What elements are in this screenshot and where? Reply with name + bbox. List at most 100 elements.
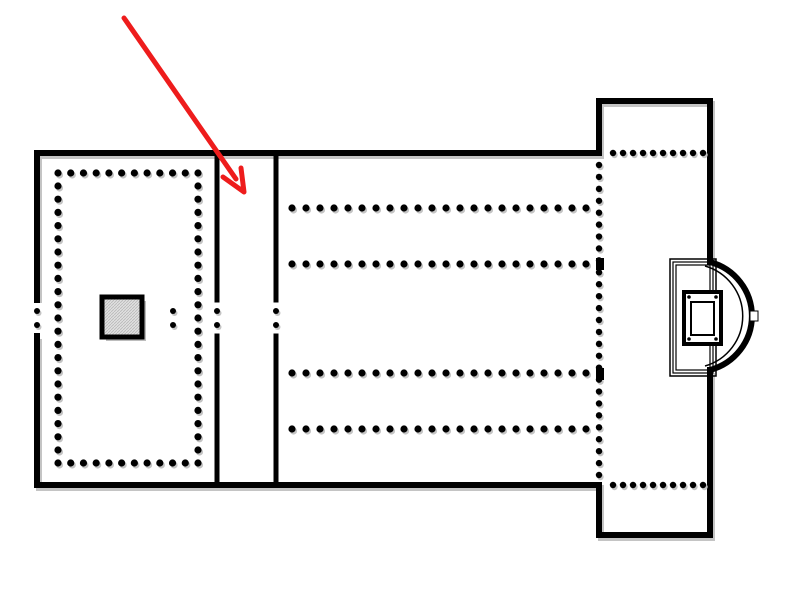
atrium-column	[194, 459, 202, 467]
atrium-column	[54, 354, 62, 362]
nave-column	[414, 204, 422, 212]
nave-column	[554, 204, 562, 212]
nave-column	[554, 369, 562, 377]
atrium-column	[54, 314, 62, 322]
doorway-post	[273, 308, 279, 314]
nave-column	[456, 425, 464, 433]
transept-column	[609, 481, 617, 489]
nave-column	[330, 204, 338, 212]
nave-column	[512, 369, 520, 377]
atrium-column	[194, 235, 202, 243]
transept-column	[619, 149, 627, 157]
atrium-column	[54, 261, 62, 269]
nave-column	[456, 260, 464, 268]
transept-column	[659, 481, 667, 489]
transept-column	[649, 149, 657, 157]
atrium-column	[105, 459, 113, 467]
nave-column	[554, 260, 562, 268]
atrium-column	[92, 169, 100, 177]
arch-column	[595, 471, 603, 479]
transept-column	[669, 481, 677, 489]
atrium-column	[194, 354, 202, 362]
transept-column	[689, 149, 697, 157]
nave-column	[568, 425, 576, 433]
nave-column	[316, 369, 324, 377]
nave-column	[302, 369, 310, 377]
nave-column	[400, 425, 408, 433]
nave-column	[498, 204, 506, 212]
altar	[682, 290, 723, 346]
nave-column	[302, 204, 310, 212]
nave-column	[386, 260, 394, 268]
nave-column	[568, 204, 576, 212]
nave-column	[428, 204, 436, 212]
atrium-column	[194, 288, 202, 296]
transept-column	[649, 481, 657, 489]
nave-column	[582, 369, 590, 377]
doorway-post	[214, 308, 220, 314]
nave-column	[344, 260, 352, 268]
nave-column	[442, 260, 450, 268]
transept-column	[679, 149, 687, 157]
arch-column	[595, 412, 603, 419]
nave-column	[372, 260, 380, 268]
nave-column	[386, 425, 394, 433]
transept-column	[699, 481, 707, 489]
transept-column	[629, 481, 637, 489]
transept-column	[699, 149, 707, 157]
nave-column	[498, 425, 506, 433]
arch-column	[595, 340, 603, 348]
arch-column	[595, 281, 603, 288]
atrium-column	[181, 459, 189, 467]
nave-column	[456, 369, 464, 377]
nave-column	[302, 425, 310, 433]
arch-column	[595, 173, 603, 181]
nave-column	[344, 369, 352, 377]
nave-column	[358, 425, 366, 433]
arch-column	[595, 304, 603, 312]
arch-column	[595, 316, 603, 324]
atrium-column	[194, 393, 202, 401]
doorway-post	[273, 322, 279, 328]
atrium-column	[194, 446, 202, 454]
north-wall	[34, 98, 713, 303]
transept-column	[609, 149, 617, 157]
nave-column	[526, 260, 534, 268]
nave-column	[442, 369, 450, 377]
nave-column	[428, 260, 436, 268]
nave-column	[484, 369, 492, 377]
nave-column	[512, 260, 520, 268]
nave-column	[526, 204, 534, 212]
nave-column	[484, 260, 492, 268]
nave-column	[442, 425, 450, 433]
atrium-column	[194, 301, 202, 309]
nave-column	[568, 369, 576, 377]
nave-column	[400, 260, 408, 268]
atrium-column	[54, 301, 62, 309]
nave-column	[470, 204, 478, 212]
atrium-column	[194, 208, 202, 216]
nave-column	[414, 369, 422, 377]
nave-column	[316, 204, 324, 212]
nave-column	[400, 369, 408, 377]
atrium-column	[156, 459, 164, 467]
nave-column	[316, 425, 324, 433]
nave-column	[484, 204, 492, 212]
nave-column	[456, 204, 464, 212]
atrium-column	[54, 367, 62, 375]
atrium-column	[54, 182, 62, 190]
nave-column	[470, 369, 478, 377]
atrium-column	[54, 195, 62, 203]
nave-column	[512, 425, 520, 433]
nave-column	[484, 425, 492, 433]
atrium-column	[168, 169, 177, 177]
nave-column	[288, 425, 296, 433]
nave-column	[372, 425, 380, 433]
arch-column	[595, 185, 603, 193]
atrium-column	[194, 195, 202, 203]
nave-column	[526, 369, 534, 377]
nave-column	[358, 369, 366, 377]
nave-column	[554, 425, 562, 433]
atrium-column	[54, 420, 62, 428]
atrium-column	[54, 235, 62, 243]
